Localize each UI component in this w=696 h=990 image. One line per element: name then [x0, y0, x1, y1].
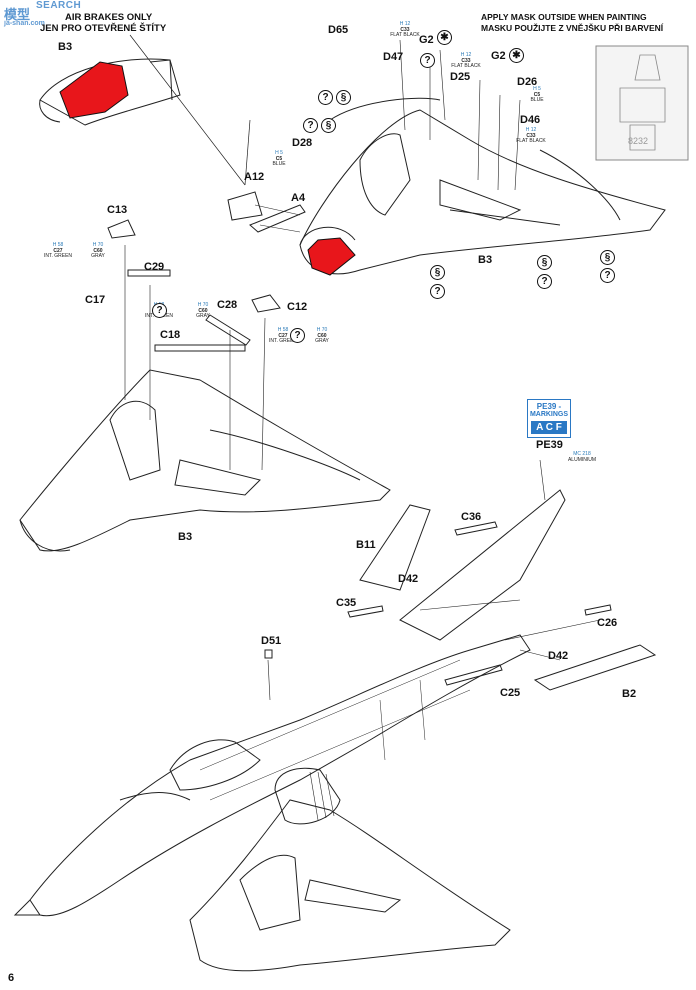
watermark-url: ja-shan.com [4, 20, 45, 27]
label-d26: D26 [517, 76, 538, 88]
label-d46: D46 [520, 114, 541, 126]
part-c26-shape [584, 604, 612, 616]
watermark-cn: 模型 [4, 7, 31, 22]
lower-wing-fuselage [189, 799, 511, 972]
label-d42-a: D42 [398, 573, 419, 585]
sticker-icon: § [537, 255, 552, 270]
engine-intake-part [274, 767, 341, 825]
markings-letters: A C F [531, 421, 567, 434]
mask-line2: MASKU POUŽIJTE Z VNĚJŠKU PŘI BARVENÍ [481, 23, 664, 33]
b3-detail-airbrake-mask [59, 61, 129, 119]
mask-fret [595, 45, 689, 161]
optional-question-icon: ? [318, 90, 333, 105]
label-pe39: PE39 [536, 439, 563, 451]
optional-question-icon: ? [420, 53, 435, 68]
part-a12-shape [227, 191, 263, 221]
label-b2: B2 [622, 688, 637, 700]
vertical-tail [399, 489, 566, 641]
part-d51-shape [264, 649, 273, 659]
mask-line1: APPLY MASK OUTSIDE WHEN PAINTING [481, 12, 647, 22]
label-d47: D47 [383, 51, 404, 63]
label-c12: C12 [287, 301, 308, 313]
label-b3-left: B3 [178, 531, 193, 543]
main-fuselage [29, 634, 531, 917]
part-c36-shape [454, 521, 498, 536]
label-c26: C26 [597, 617, 618, 629]
part-c13-shape [107, 219, 136, 239]
label-g2-b: G2 [491, 50, 506, 62]
part-a4-shape [249, 204, 306, 233]
label-b11: B11 [356, 539, 376, 551]
label-c25: C25 [500, 687, 521, 699]
label-a4: A4 [291, 192, 306, 204]
label-c17: C17 [85, 294, 106, 306]
sticker-icon: § [321, 118, 336, 133]
part-c12-shape [251, 294, 281, 313]
sticker-icon: § [600, 250, 615, 265]
part-c25-shape [444, 664, 503, 686]
label-d51: D51 [261, 635, 282, 647]
b3-lower-wing [19, 369, 391, 552]
part-c18-shape [154, 344, 246, 352]
airbrakes-line2: JEN PRO OTEVŘENÉ ŠTÍTY [40, 23, 167, 34]
star-icon: ✱ [509, 48, 524, 63]
mask-code: 8232 [628, 136, 649, 146]
star-icon: ✱ [437, 30, 452, 45]
part-b2-shape [533, 644, 657, 691]
part-c29-shape [127, 269, 171, 277]
b3-upper-mask [307, 237, 356, 276]
label-c29: C29 [144, 261, 165, 273]
markings-box: PE39 - MARKINGS A C F [527, 399, 571, 438]
part-c35-shape [347, 605, 384, 618]
optional-question-icon: ? [290, 328, 305, 343]
markings-title: PE39 - [536, 402, 562, 411]
optional-question-icon: ? [430, 284, 445, 299]
label-b3-mid: B3 [478, 254, 493, 266]
watermark-search: SEARCH [36, 0, 82, 11]
label-c13: C13 [107, 204, 128, 216]
b3-upper-wing [299, 109, 666, 275]
label-g2-a: G2 [419, 34, 434, 46]
optional-question-icon: ? [303, 118, 318, 133]
label-d25: D25 [450, 71, 471, 83]
label-d65: D65 [328, 24, 349, 36]
airbrakes-line1: AIR BRAKES ONLY [65, 12, 153, 23]
optional-question-icon: ? [537, 274, 552, 289]
label-d42-b: D42 [548, 650, 569, 662]
part-c28-shape [205, 314, 251, 346]
label-c36: C36 [461, 511, 482, 523]
label-a12: A12 [244, 171, 265, 183]
sticker-icon: § [430, 265, 445, 280]
label-c18: C18 [160, 329, 181, 341]
label-c35: C35 [336, 597, 357, 609]
sticker-icon: § [336, 90, 351, 105]
optional-question-icon: ? [152, 303, 167, 318]
label-c28: C28 [217, 299, 238, 311]
label-d28: D28 [292, 137, 313, 149]
label-b3-detail: B3 [58, 41, 73, 53]
optional-question-icon: ? [600, 268, 615, 283]
markings-subtitle: MARKINGS [529, 411, 569, 418]
page-number: 6 [8, 972, 15, 984]
canopy [169, 739, 261, 791]
part-b11-shape [359, 504, 431, 591]
